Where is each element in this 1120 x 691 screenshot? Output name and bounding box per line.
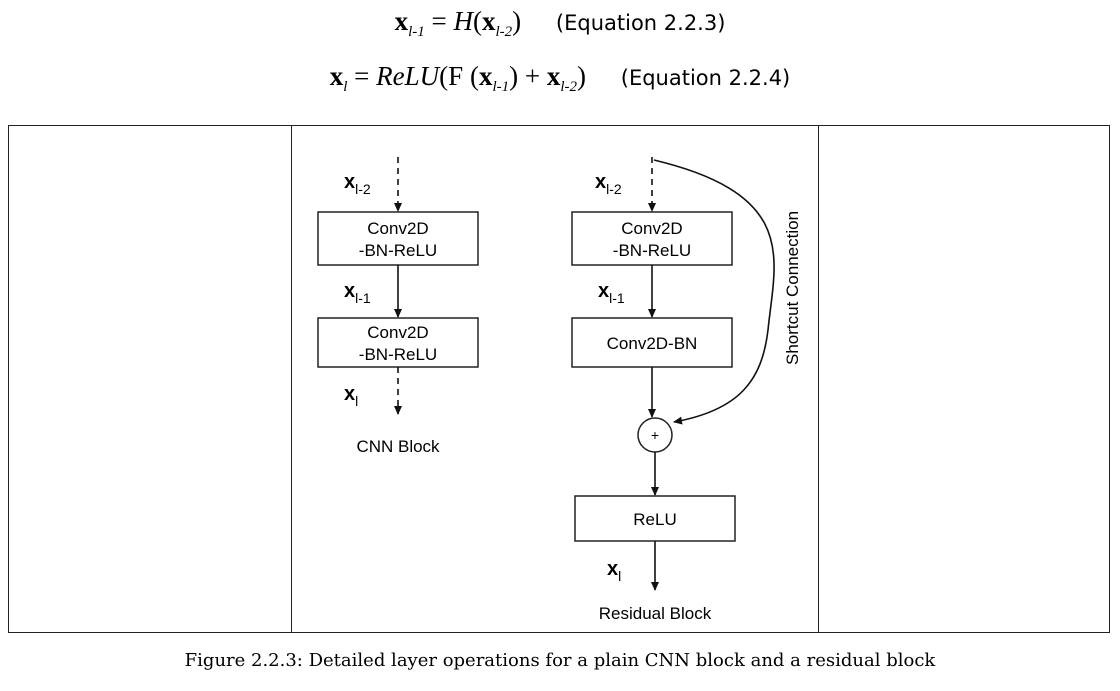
relu-box xyxy=(574,495,736,542)
residual-block: xl-2 Conv2D -BN-ReLU xl-1 Conv2D-BN + Sh… xyxy=(571,157,802,623)
table-divider-right xyxy=(818,126,819,632)
eq2-label: (Equation 2.2.4) xyxy=(620,66,791,90)
eq2-sub1: l-1 xyxy=(492,79,510,95)
eq2-lhs-sub: l xyxy=(343,79,348,95)
cnn-conv-box-2 xyxy=(317,317,479,368)
res-input-var: xl-2 xyxy=(595,171,622,197)
shortcut-connection-arrow xyxy=(653,159,775,425)
eq2-sub2: l-2 xyxy=(560,79,577,95)
cnn-box2-line1: Conv2D xyxy=(367,323,428,342)
equation-2-2-4: xl = ReLU(F (xl-1) + xl-2) (Equation 2.2… xyxy=(329,61,791,95)
residual-block-caption: Residual Block xyxy=(599,604,712,623)
eq2-var1: x xyxy=(478,61,493,91)
equation-2-2-3: xl-1 = H(xl-2) (Equation 2.2.3) xyxy=(394,6,726,40)
res-box1-line2: -BN-ReLU xyxy=(613,241,691,260)
res-mid-var: xl-1 xyxy=(598,280,625,306)
shortcut-connection-label: Shortcut Connection xyxy=(783,211,802,365)
figure-table-frame xyxy=(8,125,1110,633)
res-conv-bn-box xyxy=(571,317,733,368)
res-output-var: xl xyxy=(607,558,621,584)
cnn-output-var: xl xyxy=(344,383,358,409)
eq1-lhs-sub: l-1 xyxy=(408,24,425,40)
eq2-var2: x xyxy=(546,61,561,91)
eq2-f: F xyxy=(448,61,464,91)
eq1-func: H xyxy=(453,6,473,36)
eq2-lhs-var: x xyxy=(329,61,344,91)
figure-caption: Figure 2.2.3: Detailed layer operations … xyxy=(184,650,936,671)
cnn-block-caption: CNN Block xyxy=(356,437,440,456)
cnn-mid-var: xl-1 xyxy=(344,280,371,306)
eq1-label: (Equation 2.2.3) xyxy=(555,11,726,35)
cnn-box2-line2: -BN-ReLU xyxy=(359,345,437,364)
eq1-lhs-var: x xyxy=(394,6,409,36)
res-box1-line1: Conv2D xyxy=(621,219,682,238)
cnn-input-var: xl-2 xyxy=(344,171,371,197)
relu-label: ReLU xyxy=(633,510,676,529)
eq1-rhs-var: x xyxy=(481,6,496,36)
res-conv-box-1 xyxy=(571,211,733,266)
cnn-box1-line1: Conv2D xyxy=(367,219,428,238)
table-divider-left xyxy=(291,126,292,632)
res-box2-label: Conv2D-BN xyxy=(607,334,698,353)
cnn-box1-line2: -BN-ReLU xyxy=(359,241,437,260)
eq2-func: ReLU xyxy=(376,61,440,91)
eq1-rhs-sub: l-2 xyxy=(495,24,513,40)
cnn-conv-box-1 xyxy=(317,211,479,266)
add-symbol: + xyxy=(651,427,659,443)
cnn-block: xl-2 Conv2D -BN-ReLU xl-1 Conv2D -BN-ReL… xyxy=(317,157,479,456)
